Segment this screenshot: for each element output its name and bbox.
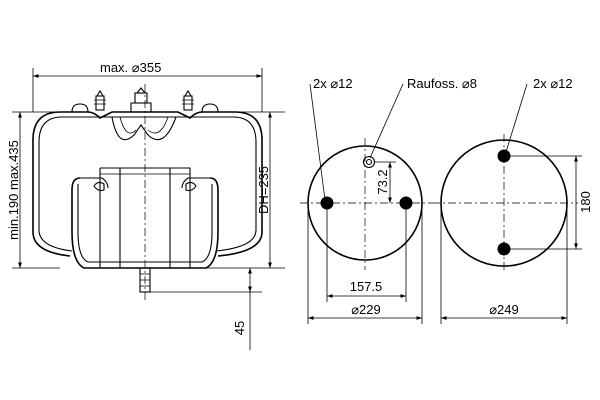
bottom-bolt-label: 2x ⌀12	[533, 76, 573, 91]
air-fitting-port	[362, 155, 376, 169]
air-fitting-label: Raufoss. ⌀8	[407, 76, 477, 91]
bottom-bolt-hole-bottom	[497, 242, 511, 256]
top-stud-left	[94, 89, 106, 111]
design-height-label: DH=235	[256, 166, 271, 214]
top-plate-view: 2x ⌀12 Raufoss. ⌀8 73.2 157.5 ⌀229	[300, 76, 477, 324]
top-bolt-label: 2x ⌀12	[313, 76, 353, 91]
air-fitting	[130, 87, 152, 113]
top-stud-right	[182, 89, 194, 111]
bellows-outline	[32, 111, 263, 257]
bottom-bolt-spacing-label: 180	[578, 191, 593, 213]
height-range-label: min.190 max.435	[6, 140, 21, 240]
air-spring-side-view: max. ⌀355 min.190 max.435 DH=235 45	[6, 60, 285, 350]
top-bolt-leader	[309, 83, 326, 201]
bottom-diameter-label: ⌀249	[489, 302, 519, 317]
top-diameter-label: ⌀229	[351, 302, 381, 317]
top-bolt-hole-right	[399, 196, 413, 210]
bottom-plate-view: 2x ⌀12 180 ⌀249	[432, 76, 593, 324]
offset-label: 73.2	[375, 169, 390, 194]
bottom-bolt-hole-top	[497, 149, 511, 163]
top-bolt-hole-left	[320, 196, 334, 210]
bellows-inner-outline	[38, 116, 257, 252]
inner-bumper	[111, 116, 177, 141]
stud-protrusion-label: 45	[232, 321, 247, 335]
top-bolt-spacing-label: 157.5	[350, 279, 383, 294]
bottom-bolt-leader	[505, 83, 528, 153]
max-diameter-label: max. ⌀355	[100, 60, 161, 75]
air-fitting-leader	[369, 83, 404, 159]
